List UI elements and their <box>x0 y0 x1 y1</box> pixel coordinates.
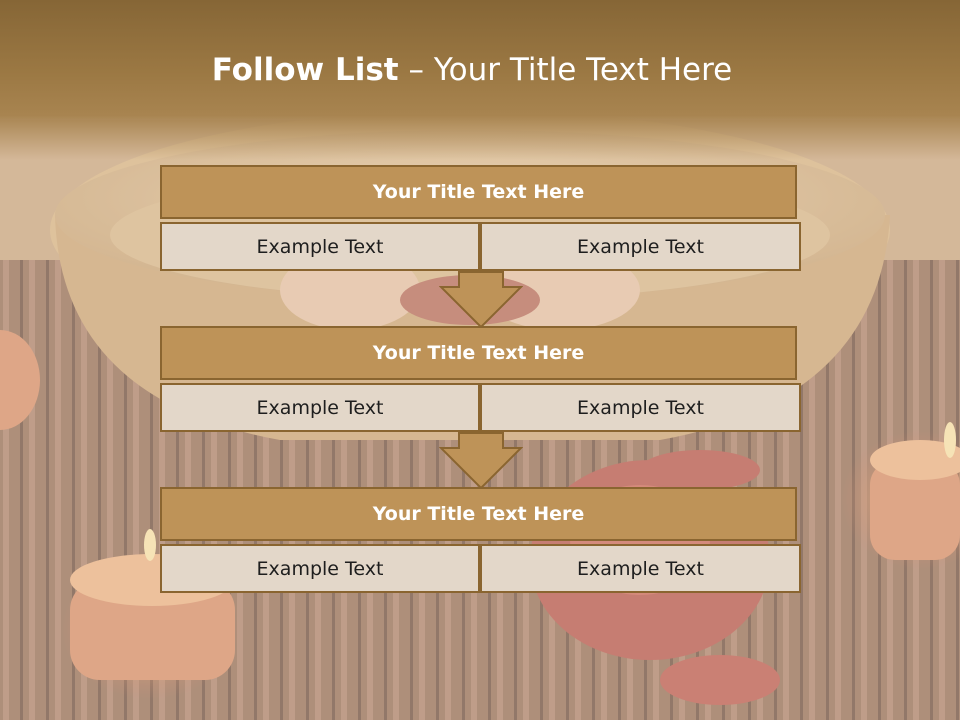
list-step-3: Your Title Text Here Example Text Exampl… <box>160 487 801 593</box>
list-step-1: Your Title Text Here Example Text Exampl… <box>160 165 801 271</box>
down-arrow-2 <box>439 432 523 490</box>
step-title: Your Title Text Here <box>160 326 797 380</box>
step-cell-left: Example Text <box>160 383 480 432</box>
slide-title-bold: Follow List <box>211 52 399 88</box>
step-cell-right: Example Text <box>480 222 801 271</box>
down-arrow-1 <box>439 271 523 329</box>
header-band <box>0 0 960 160</box>
step-cell-left: Example Text <box>160 544 480 593</box>
step-title: Your Title Text Here <box>160 165 797 219</box>
step-cell-right: Example Text <box>480 544 801 593</box>
step-cell-right: Example Text <box>480 383 801 432</box>
slide-title-rest: – Your Title Text Here <box>398 52 733 88</box>
step-title: Your Title Text Here <box>160 487 797 541</box>
slide-title: Follow List – Your Title Text Here <box>0 52 944 88</box>
step-cell-left: Example Text <box>160 222 480 271</box>
list-step-2: Your Title Text Here Example Text Exampl… <box>160 326 801 432</box>
